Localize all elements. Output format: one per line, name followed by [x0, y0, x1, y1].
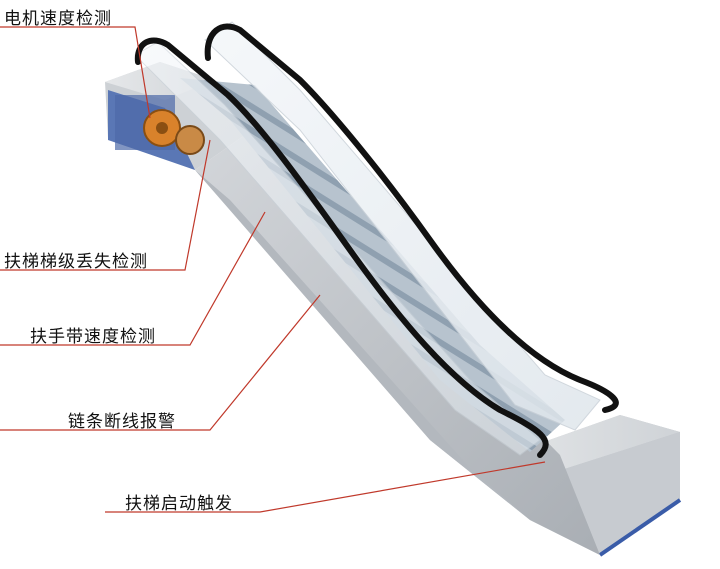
label-step-missing-detection: 扶梯梯级丢失检测 — [4, 252, 148, 272]
handrails — [134, 23, 619, 458]
label-chain-break-alarm: 链条断线报警 — [68, 412, 176, 432]
label-handrail-speed-detection: 扶手带速度检测 — [30, 327, 156, 347]
leader-chain-break — [0, 294, 321, 431]
leader-start-trigger — [105, 461, 546, 513]
leader-lines — [0, 26, 546, 513]
leader-motor-speed — [0, 26, 151, 119]
truss-side-panel — [195, 135, 600, 555]
label-motor-speed-detection: 电机速度检测 — [4, 9, 112, 29]
label-start-trigger: 扶梯启动触发 — [125, 494, 233, 514]
leader-handrail-speed — [0, 211, 266, 346]
leader-step-missing — [0, 139, 211, 271]
